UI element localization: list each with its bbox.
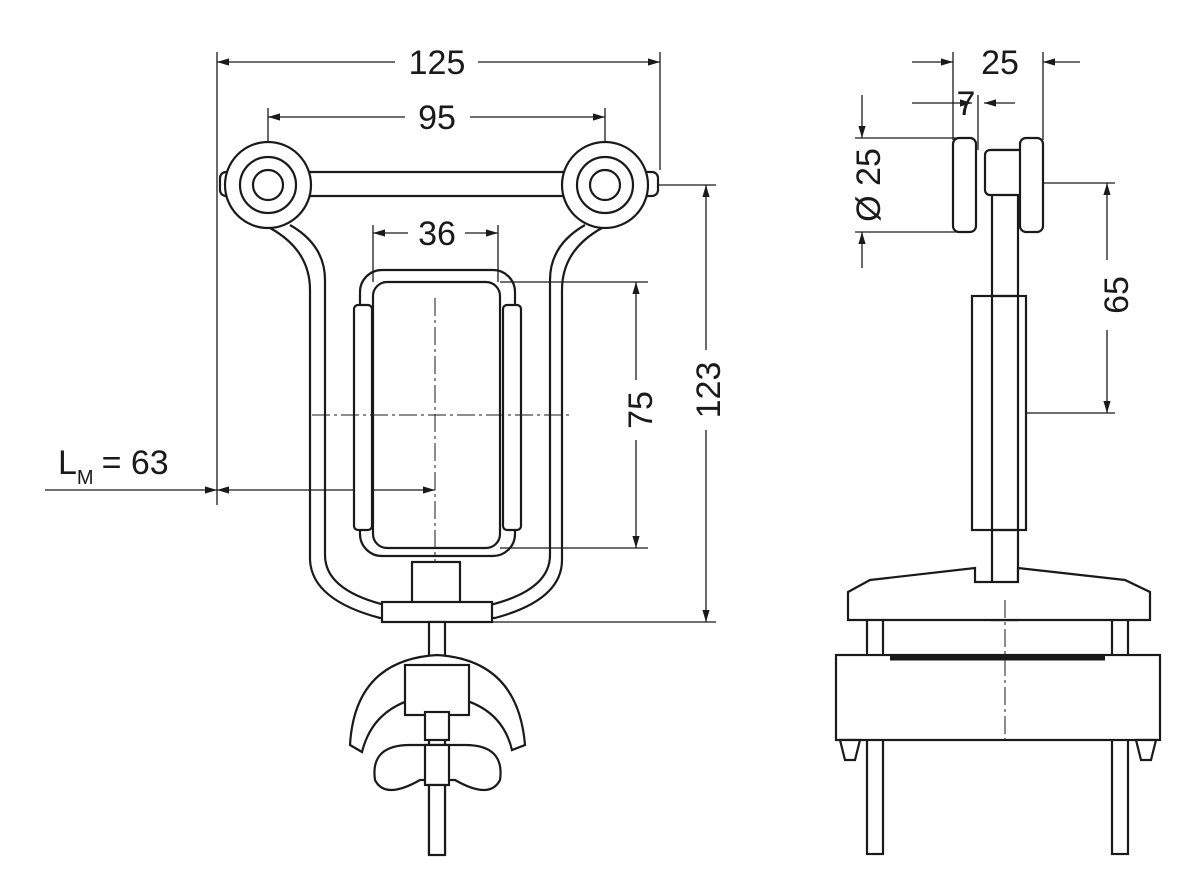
dim-label-75: 75	[622, 391, 660, 429]
side-wheel-left	[951, 136, 978, 234]
wheel-left	[223, 140, 313, 230]
dim-label-125: 125	[409, 44, 466, 82]
side-clamp-block	[834, 653, 1162, 742]
dim-label-95: 95	[418, 99, 456, 137]
wheel-axle-bar	[218, 170, 660, 198]
dim-label-7: 7	[957, 85, 976, 123]
side-wheel-right	[1018, 136, 1045, 234]
dimension-labels: 125 95 36 75 123 LM= 63 25 7 Ø 25 65	[58, 44, 1136, 489]
dim-label-25: 25	[981, 44, 1019, 82]
dim-label-65: 65	[1098, 276, 1136, 314]
dim-label-123: 123	[690, 362, 728, 419]
lm-label: LM= 63	[58, 444, 169, 489]
inner-frame	[358, 268, 517, 558]
dim-label-diameter: Ø 25	[850, 148, 888, 222]
side-view	[834, 52, 1162, 856]
front-view	[45, 52, 716, 857]
mount-block	[380, 600, 494, 624]
dim-label-36: 36	[418, 215, 456, 253]
side-base	[846, 566, 1152, 622]
wheel-right	[560, 140, 650, 230]
